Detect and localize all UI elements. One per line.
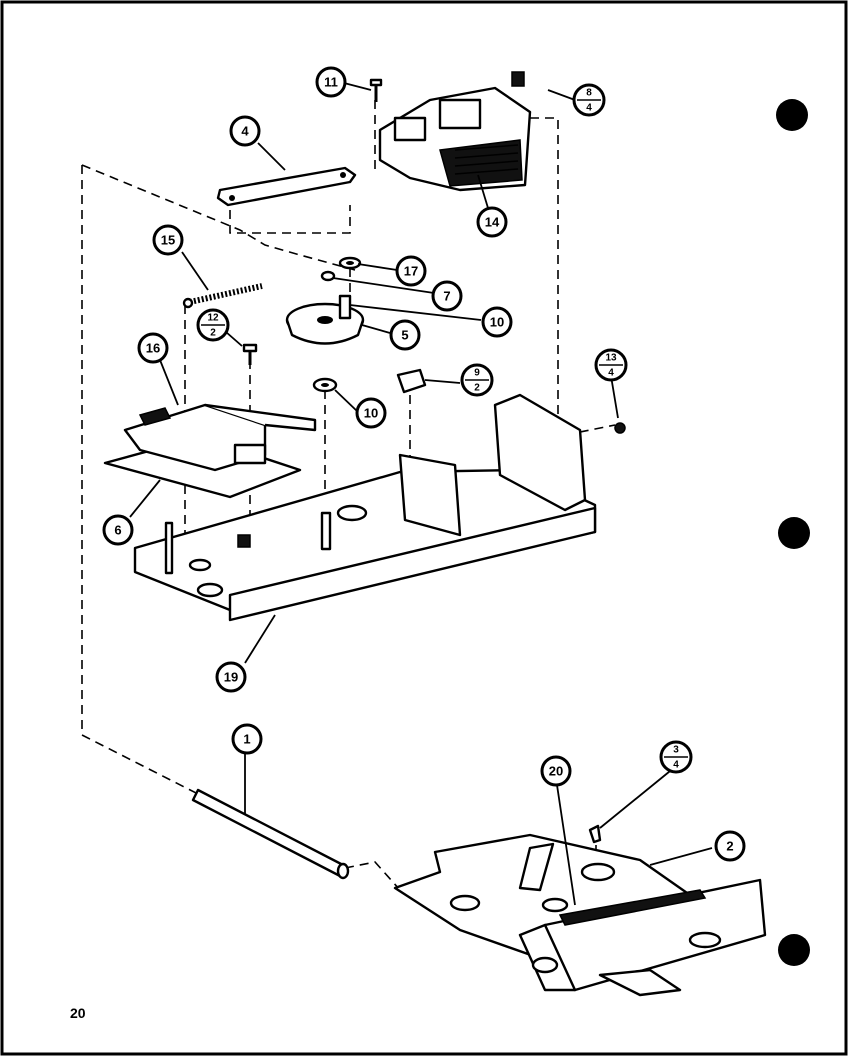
callout-12-2: 12 2 [196, 308, 230, 342]
svg-text:4: 4 [586, 103, 592, 114]
callout-14: 14 [476, 206, 508, 238]
callout-15: 15 [152, 224, 184, 256]
callout-17: 17 [395, 255, 427, 287]
callout-1: 1 [231, 723, 263, 755]
svg-text:19: 19 [224, 670, 238, 685]
svg-text:13: 13 [605, 353, 617, 364]
svg-text:15: 15 [161, 233, 175, 248]
binding-hole-bottom [778, 934, 810, 966]
callout-2: 2 [714, 830, 746, 862]
washer-part-17 [338, 256, 362, 270]
svg-text:17: 17 [404, 264, 418, 279]
screw-part-12 [242, 343, 258, 365]
svg-text:10: 10 [364, 406, 378, 421]
svg-text:4: 4 [241, 124, 249, 139]
svg-text:3: 3 [673, 745, 679, 756]
svg-text:12: 12 [207, 313, 219, 324]
leader-lines [129, 82, 713, 906]
callout-11: 11 [315, 66, 347, 98]
svg-text:2: 2 [726, 839, 733, 854]
chassis-part-19 [133, 393, 597, 622]
svg-text:2: 2 [210, 328, 216, 339]
svg-text:4: 4 [608, 368, 614, 379]
svg-text:20: 20 [549, 764, 563, 779]
switch-part-16 [123, 403, 317, 472]
svg-text:14: 14 [485, 215, 500, 230]
binding-hole-middle [778, 517, 810, 549]
bracket-assembly-part-2 [393, 824, 767, 997]
callout-16: 16 [137, 332, 169, 364]
bushing-part-9 [396, 368, 427, 394]
callout-7: 7 [431, 280, 463, 312]
page-number: 20 [70, 1005, 86, 1021]
callout-9-2: 9 2 [460, 363, 494, 397]
binding-hole-top [776, 99, 808, 131]
clip-part-7 [320, 270, 336, 282]
svg-text:4: 4 [673, 760, 679, 771]
svg-text:5: 5 [401, 328, 408, 343]
svg-text:8: 8 [586, 88, 592, 99]
svg-text:9: 9 [474, 368, 480, 379]
svg-text:2: 2 [474, 383, 480, 394]
timer-motor-part-14 [378, 71, 532, 192]
svg-text:10: 10 [490, 315, 504, 330]
callout-4: 4 [229, 115, 261, 147]
washer-part-10-lower [312, 377, 338, 393]
callout-5: 5 [389, 319, 421, 351]
callout-10-lower: 10 [355, 397, 387, 429]
link-bar-part-4 [216, 166, 357, 207]
callout-13-4: 13 4 [594, 348, 628, 382]
callout-3-4: 3 4 [659, 740, 693, 774]
callout-6: 6 [102, 514, 134, 546]
spring-part-15 [182, 283, 263, 309]
screw-part-11 [369, 78, 383, 102]
svg-text:1: 1 [243, 732, 250, 747]
callout-20: 20 [540, 755, 572, 787]
cam-part-5 [285, 294, 365, 345]
svg-text:11: 11 [324, 75, 338, 90]
svg-text:6: 6 [114, 523, 121, 538]
shaft-part-1 [191, 788, 350, 880]
svg-text:7: 7 [443, 289, 450, 304]
svg-text:16: 16 [146, 341, 160, 356]
callout-8-4: 8 4 [572, 83, 606, 117]
callout-10-upper: 10 [481, 306, 513, 338]
screw-part-13 [614, 422, 626, 434]
callout-19: 19 [215, 661, 247, 693]
